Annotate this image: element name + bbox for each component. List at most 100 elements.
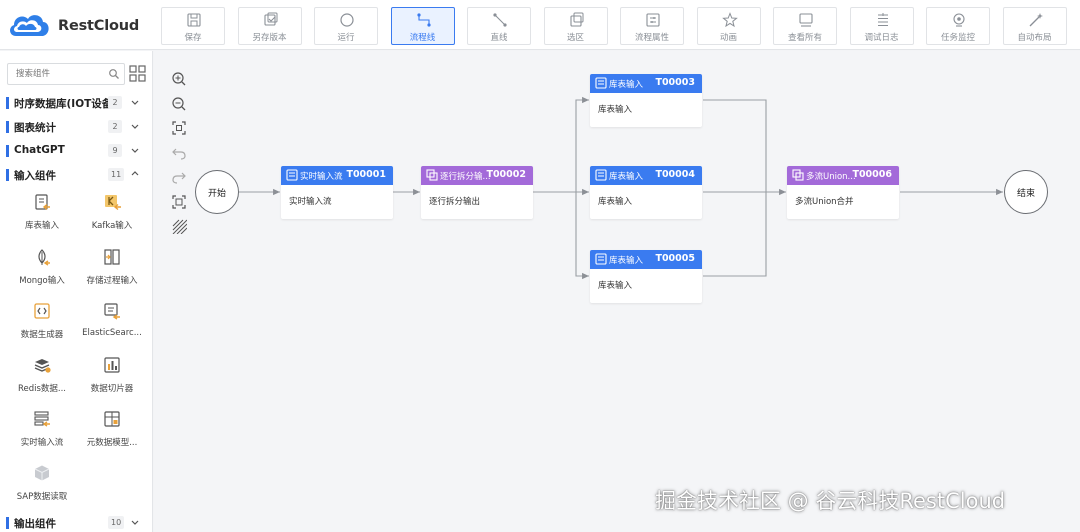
category-2[interactable]: ChatGPT 9 xyxy=(0,140,152,162)
category-count-badge: 9 xyxy=(108,144,122,157)
search-icon[interactable] xyxy=(108,68,120,80)
table-icon xyxy=(595,253,607,265)
top-toolbar: RestCloud 保存另存版本运行流程线 直线选区流程属性动画 查看所有 调试日志 任… xyxy=(0,0,1080,50)
component-item[interactable]: 存储过程输入 xyxy=(77,248,147,296)
category-3[interactable]: 输入组件 11 xyxy=(0,164,152,186)
category-accent-bar xyxy=(6,145,9,157)
link-n2-n5 xyxy=(568,191,589,280)
redis-data-icon xyxy=(34,359,51,373)
mongo-input-icon xyxy=(38,249,50,266)
category-0[interactable]: 时序数据库(IOT设备)2 xyxy=(0,92,152,114)
category-count-badge: 11 xyxy=(108,168,125,181)
component-search-input[interactable] xyxy=(8,64,104,84)
component-item[interactable]: Kafka输入 xyxy=(77,193,147,241)
component-item[interactable]: Mongo输入 xyxy=(7,248,77,296)
toolbar-button-run[interactable]: 运行 xyxy=(314,7,378,45)
toolbar-button-flow-properties[interactable]: 流程属性 xyxy=(620,7,684,45)
end-node[interactable]: 结束 xyxy=(1004,170,1048,214)
component-item[interactable]: ElasticSearc... xyxy=(77,302,147,350)
chevron-down-icon[interactable] xyxy=(130,517,140,527)
category-name: 时序数据库(IOT设备) xyxy=(14,98,118,110)
animation-icon xyxy=(721,12,738,28)
category-name: ChatGPT xyxy=(14,144,65,156)
chevron-down-icon[interactable] xyxy=(130,145,140,155)
end-label: 结束 xyxy=(1016,188,1035,199)
chevron-down-icon[interactable] xyxy=(130,97,140,107)
canvas-tool-zoom-in[interactable] xyxy=(166,68,192,90)
component-label: 元数据模型... xyxy=(86,438,138,448)
zoom-out-icon xyxy=(172,96,186,110)
component-item[interactable]: SAP数据读取 xyxy=(7,464,77,512)
toolbar-button-label: 查看所有 xyxy=(787,33,822,43)
toolbar-button-debug-log[interactable]: 调试日志 xyxy=(849,7,914,45)
flow-line-icon xyxy=(416,13,431,27)
sap-data-read-icon xyxy=(34,465,50,481)
component-label: 数据切片器 xyxy=(90,384,134,394)
start-label: 开始 xyxy=(207,188,226,199)
canvas-tools xyxy=(166,64,192,239)
flow-node-body: 实时输入流 xyxy=(289,197,332,207)
toolbar-button-straight-line[interactable]: 直线 xyxy=(467,7,531,45)
component-item[interactable]: 元数据模型... xyxy=(77,410,147,458)
canvas-tool-fullscreen[interactable] xyxy=(166,191,192,213)
flow-properties-icon xyxy=(646,13,660,27)
component-label: ElasticSearc... xyxy=(82,328,142,338)
toolbar-button-task-monitor[interactable]: 任务监控 xyxy=(926,7,990,45)
toolbar-button-select-area[interactable]: 选区 xyxy=(543,7,608,45)
straight-line-icon xyxy=(493,13,507,27)
category-accent-bar xyxy=(6,97,9,109)
component-item[interactable]: Redis数据... xyxy=(7,356,77,404)
component-label: Mongo输入 xyxy=(19,276,65,286)
start-node[interactable]: 开始 xyxy=(195,170,239,214)
canvas-tool-zoom-out[interactable] xyxy=(166,93,192,115)
toolbar-button-auto-layout[interactable]: 自动布局 xyxy=(1002,7,1067,45)
brand-name: RestCloud xyxy=(58,18,140,34)
category-accent-bar xyxy=(6,121,9,133)
logo: RestCloud xyxy=(6,9,146,43)
union-icon xyxy=(426,169,438,181)
canvas-tool-undo[interactable] xyxy=(166,142,192,164)
category-name: 输出组件 xyxy=(14,518,56,530)
canvas-tool-redo[interactable] xyxy=(166,166,192,188)
component-item[interactable]: 数据切片器 xyxy=(77,356,147,404)
toolbar-button-save-version[interactable]: 另存版本 xyxy=(237,7,302,45)
data-slicer-icon xyxy=(104,357,120,373)
save-version-icon xyxy=(263,12,277,26)
select-area-icon xyxy=(569,12,583,27)
component-item[interactable]: 库表输入 xyxy=(7,193,77,241)
chevron-up-icon[interactable] xyxy=(130,169,140,179)
kafka-input-icon xyxy=(105,195,121,211)
chevron-down-icon[interactable] xyxy=(130,121,140,131)
toolbar-button-label: 流程线 xyxy=(409,33,436,43)
table-icon xyxy=(595,77,607,89)
component-item[interactable]: 数据生成器 xyxy=(7,302,77,350)
restcloud-cloud-icon xyxy=(10,15,49,36)
canvas-tool-fit-view[interactable] xyxy=(166,117,192,139)
toolbar-button-save[interactable]: 保存 xyxy=(161,7,225,45)
toolbar-button-view-all[interactable]: 查看所有 xyxy=(773,7,837,45)
canvas-tool-grid-hatch[interactable] xyxy=(166,215,192,237)
toolbar-button-flow-line[interactable]: 流程线 xyxy=(390,7,455,45)
table-icon xyxy=(286,169,298,181)
link-n5-n6 xyxy=(703,192,767,277)
component-item[interactable]: 实时输入流 xyxy=(7,410,77,458)
grid-view-icon[interactable] xyxy=(129,65,146,82)
category-name: 输入组件 xyxy=(14,170,56,182)
fit-view-icon xyxy=(172,121,186,135)
toolbar-button-animation[interactable]: 动画 xyxy=(696,7,761,45)
link-n2-n3 xyxy=(568,96,589,193)
toolbar-button-label: 动画 xyxy=(719,33,737,43)
flow-node-title: 逐行拆分输... xyxy=(440,172,491,182)
toolbar-button-label: 调试日志 xyxy=(864,33,899,43)
metadata-model-icon xyxy=(104,411,120,427)
